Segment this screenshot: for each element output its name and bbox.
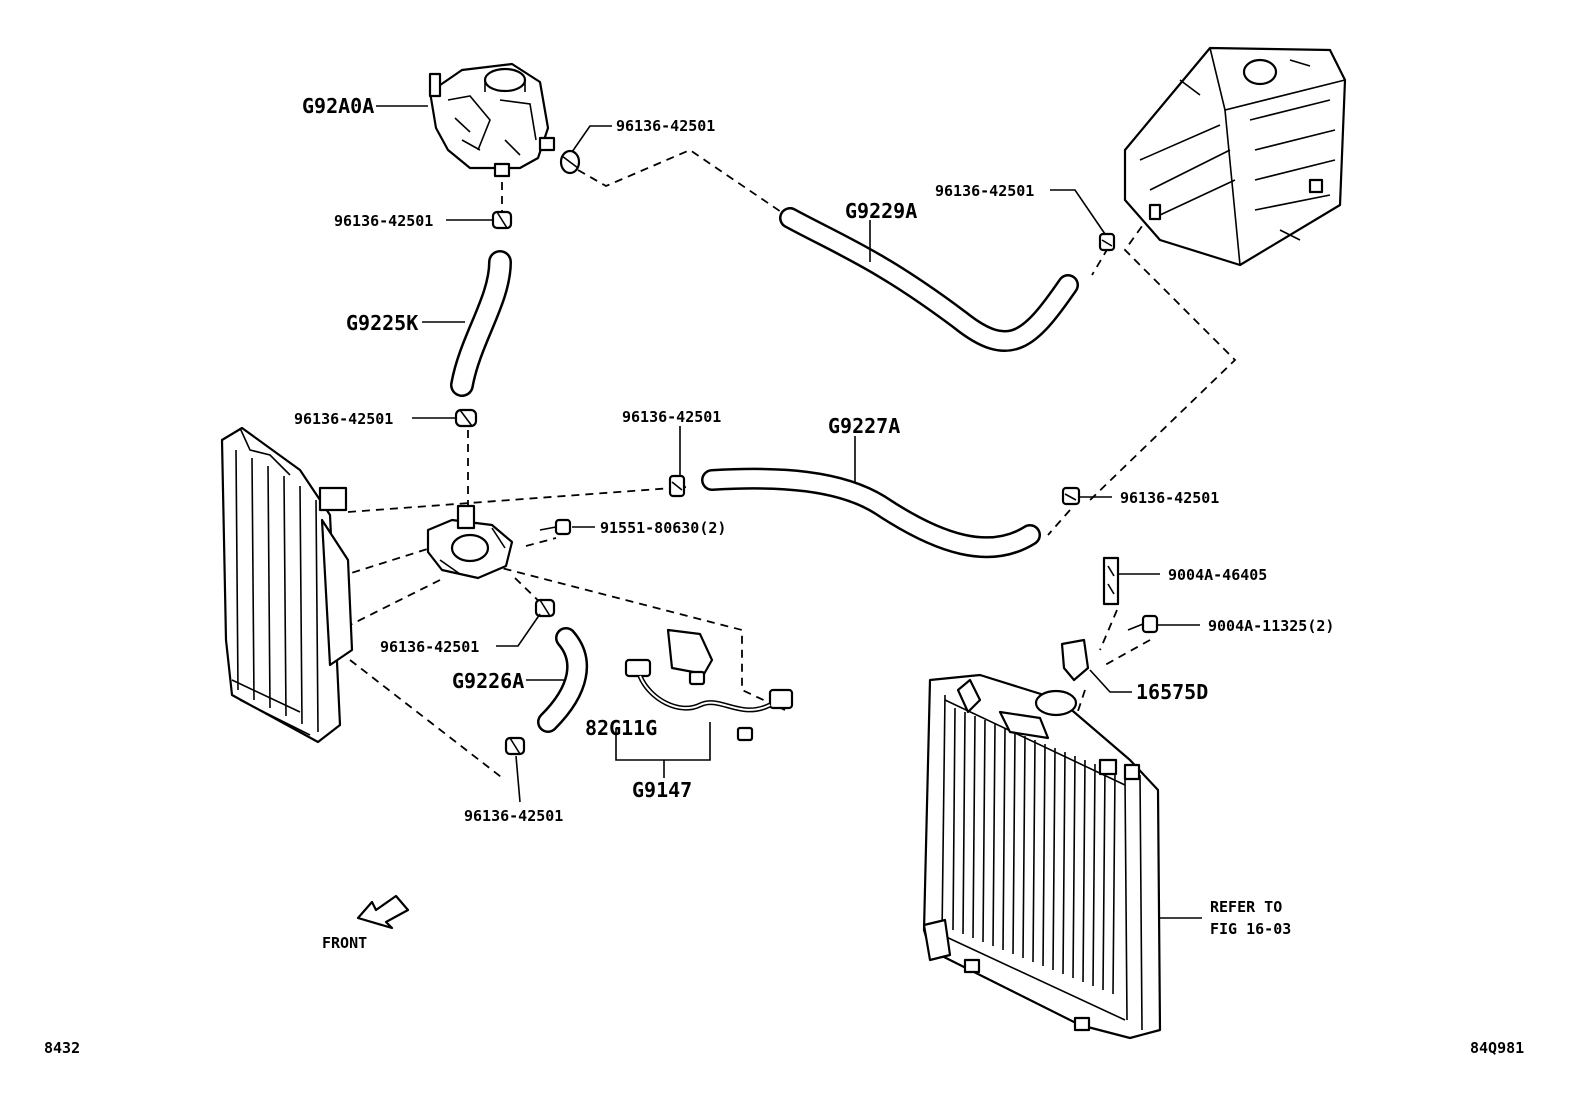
clamp-right: [1061, 486, 1081, 506]
bolt-pump: [539, 518, 572, 536]
label-clamp-inverter: 96136-42501: [935, 182, 1034, 200]
label-clamp-right: 96136-42501: [1120, 489, 1219, 507]
label-hose-lower: G9226A: [452, 669, 524, 693]
clamp-inverter: [1098, 232, 1116, 252]
clamp-reservoir-outlet: [559, 149, 581, 175]
label-harness: G9147: [632, 778, 692, 802]
label-front: FRONT: [322, 934, 367, 952]
hoses: [450, 207, 1079, 733]
brackets: [1060, 556, 1120, 682]
radiator-front-view: [922, 673, 1162, 1040]
label-bolt-bracket: 9004A-11325(2): [1208, 617, 1334, 635]
hose-clamps: [454, 149, 1159, 756]
assembly-dashed-lines: [344, 148, 1237, 781]
label-bolt-pump: 91551-80630(2): [600, 519, 726, 537]
label-code-right: 84Q981: [1470, 1039, 1524, 1057]
radiator-side-view: [220, 426, 354, 744]
front-direction-arrow: [356, 894, 410, 930]
label-code-left: 8432: [44, 1039, 80, 1057]
electric-water-pump: [426, 504, 514, 580]
label-clamp-res-bottom: 96136-42501: [334, 212, 433, 230]
wire-harness: [624, 628, 794, 742]
bolt-bracket: [1127, 614, 1159, 634]
label-clamp-hose-lower: 96136-42501: [380, 638, 479, 656]
label-reservoir: G92A0A: [302, 94, 374, 118]
label-hose-vertical: G9225K: [346, 311, 418, 335]
clamp-center: [668, 474, 686, 498]
part-labels: G92A0A 96136-42501 96136-42501 G9229A 96…: [44, 94, 1524, 1057]
clamp-hose-lower: [534, 598, 556, 618]
clamp-pump-top: [454, 408, 478, 428]
label-clamp-res-outlet: 96136-42501: [616, 117, 715, 135]
label-bracket: 9004A-46405: [1168, 566, 1267, 584]
label-clamp-center: 96136-42501: [622, 408, 721, 426]
label-bracket-part: 16575D: [1136, 680, 1208, 704]
label-clamp-bottom: 96136-42501: [464, 807, 563, 825]
label-clamp-pump-top: 96136-42501: [294, 410, 393, 428]
inverter-unit: [1123, 46, 1347, 267]
label-harness-connector: 82G11G: [585, 716, 657, 740]
label-hose-upper-right: G9229A: [845, 199, 917, 223]
clamp-reservoir-bottom: [491, 210, 513, 230]
clamp-bottom: [504, 736, 526, 756]
leader-lines: [376, 105, 1202, 919]
reservoir-tank: [428, 62, 556, 178]
label-hose-middle: G9227A: [828, 414, 900, 438]
label-refer-line2: FIG 16-03: [1210, 920, 1291, 938]
label-refer-line1: REFER TO: [1210, 898, 1282, 916]
